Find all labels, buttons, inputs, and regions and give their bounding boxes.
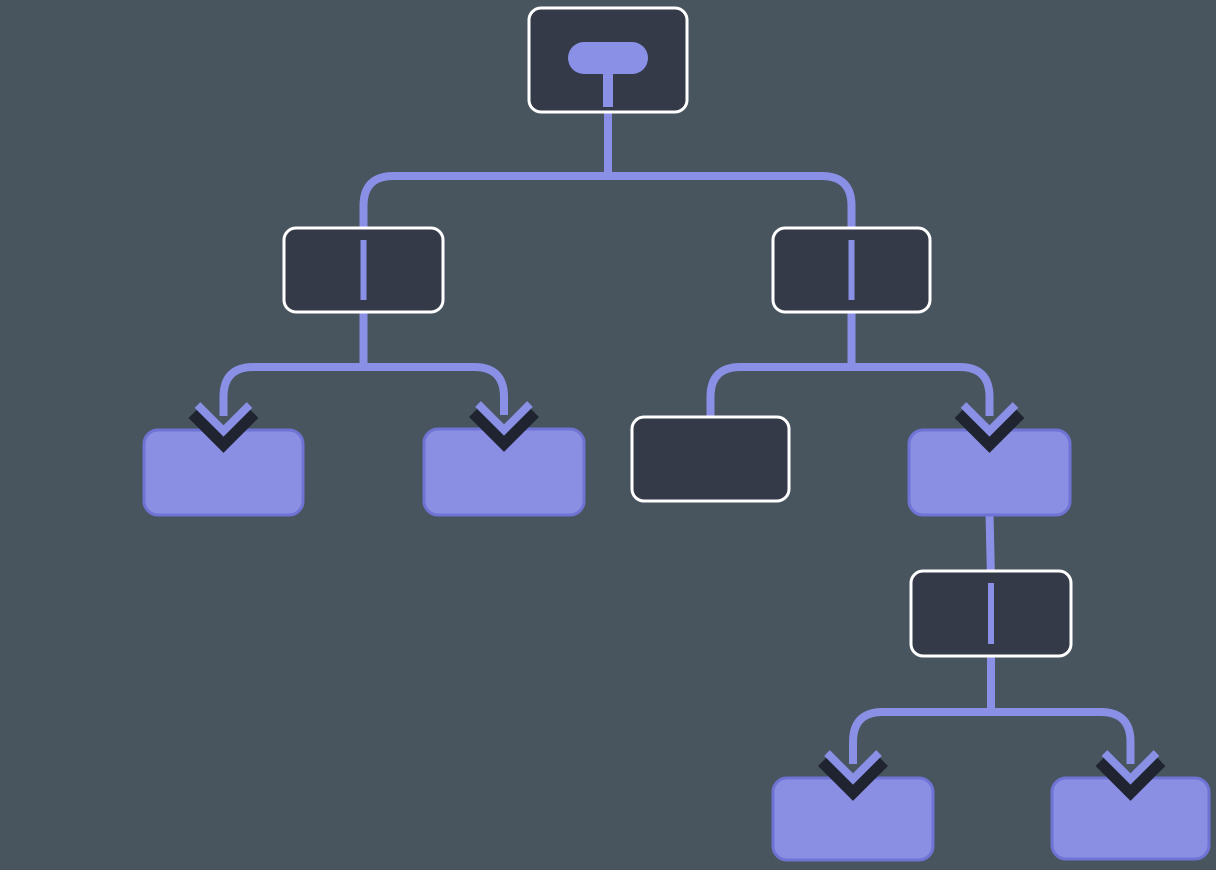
arrow-down-icon (188, 402, 259, 453)
arrow-purple-chevron (194, 402, 253, 437)
edge-branch-b-node-b1 (706, 363, 852, 425)
arrow-dark-chevron (954, 408, 1025, 453)
root-pill-body (568, 42, 648, 74)
edge-branch-a-leaf-a1 (219, 363, 364, 416)
arrow-purple-chevron (1101, 750, 1160, 785)
edge-branch-c-leaf-c1 (849, 708, 991, 764)
root-pill-icon (568, 42, 648, 107)
arrow-dark-chevron (469, 407, 539, 452)
arrow-dark-chevron (188, 408, 259, 453)
arrow-dark-chevron (818, 756, 888, 801)
node-node-b1[interactable] (630, 415, 791, 503)
nodes-layer (142, 6, 1211, 862)
edge-branch-a-leaf-a2 (363, 363, 508, 415)
arrow-down-icon (1095, 750, 1166, 801)
arrow-purple-chevron (824, 750, 882, 785)
edge-branch-b-node-b2 (851, 363, 994, 416)
overlays-layer (188, 42, 1166, 801)
arrow-purple-chevron (475, 401, 533, 436)
arrow-down-icon (954, 402, 1025, 453)
arrow-down-icon (469, 401, 539, 452)
arrow-down-icon (818, 750, 888, 801)
root-pill-stem (603, 66, 613, 107)
edge-root-branch-b (608, 172, 856, 236)
arrow-dark-chevron (1095, 756, 1166, 801)
edge-branch-c-leaf-c2 (991, 708, 1135, 764)
arrow-purple-chevron (960, 402, 1019, 437)
edges-layer (219, 109, 1135, 764)
edge-root-branch-a (359, 172, 608, 236)
